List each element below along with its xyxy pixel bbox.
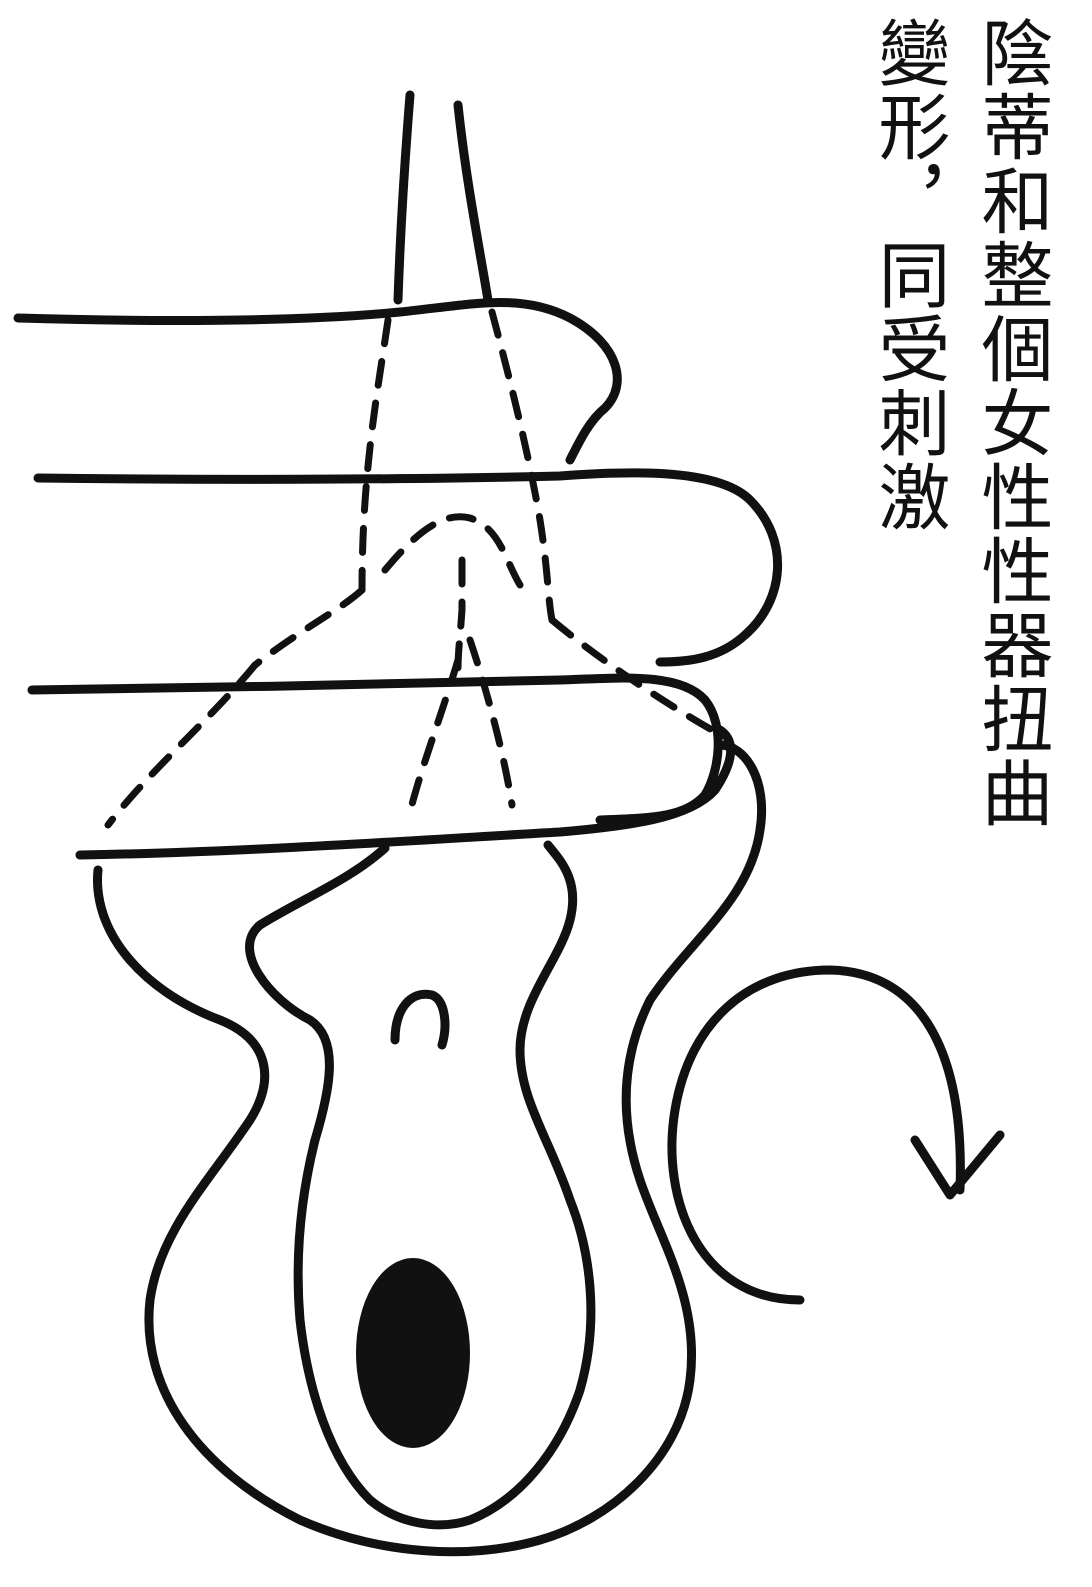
finger-second: [33, 468, 782, 667]
urethral-opening: [390, 989, 450, 1050]
vaginal-opening: [356, 1258, 470, 1448]
hidden-structure-dashed: [104, 308, 716, 829]
caption-line-2: 變形，同受刺激: [866, 16, 950, 534]
caption-line-1: 陰蒂和整個女性性器扭曲: [969, 16, 1053, 830]
finger-third: [27, 673, 723, 825]
finger-bottom: [75, 725, 736, 860]
clitoral-shaft: [393, 90, 493, 305]
outer-labia-outline: [93, 740, 766, 1557]
finger-top: [13, 298, 622, 465]
inner-labia-outline: [245, 840, 596, 1530]
rotation-arrow-icon: [667, 965, 1005, 1305]
